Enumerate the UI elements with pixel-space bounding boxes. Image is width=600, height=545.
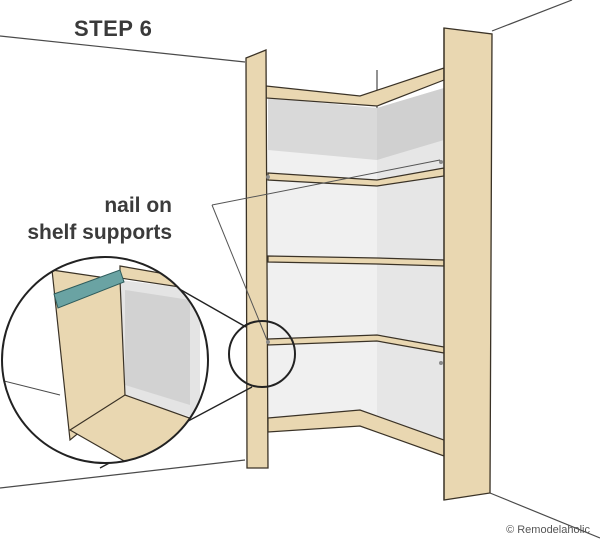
left-side-panel xyxy=(246,50,268,468)
ceiling-line-right xyxy=(492,0,572,31)
detail-inset xyxy=(0,257,208,470)
right-side-panel xyxy=(444,28,492,500)
nail-mark xyxy=(439,160,443,164)
nail-mark xyxy=(266,175,270,179)
floor-line-left xyxy=(0,460,245,488)
nail-mark xyxy=(439,361,443,365)
nail-mark xyxy=(266,340,270,344)
step-title: STEP 6 xyxy=(74,16,152,42)
callout-label-line-2: shelf supports xyxy=(27,220,172,246)
credit-watermark: © Remodelaholic xyxy=(506,524,590,536)
back-shadow-top xyxy=(268,98,377,160)
inset-shadow xyxy=(125,290,190,405)
callout-label-line-1: nail on xyxy=(104,193,172,219)
